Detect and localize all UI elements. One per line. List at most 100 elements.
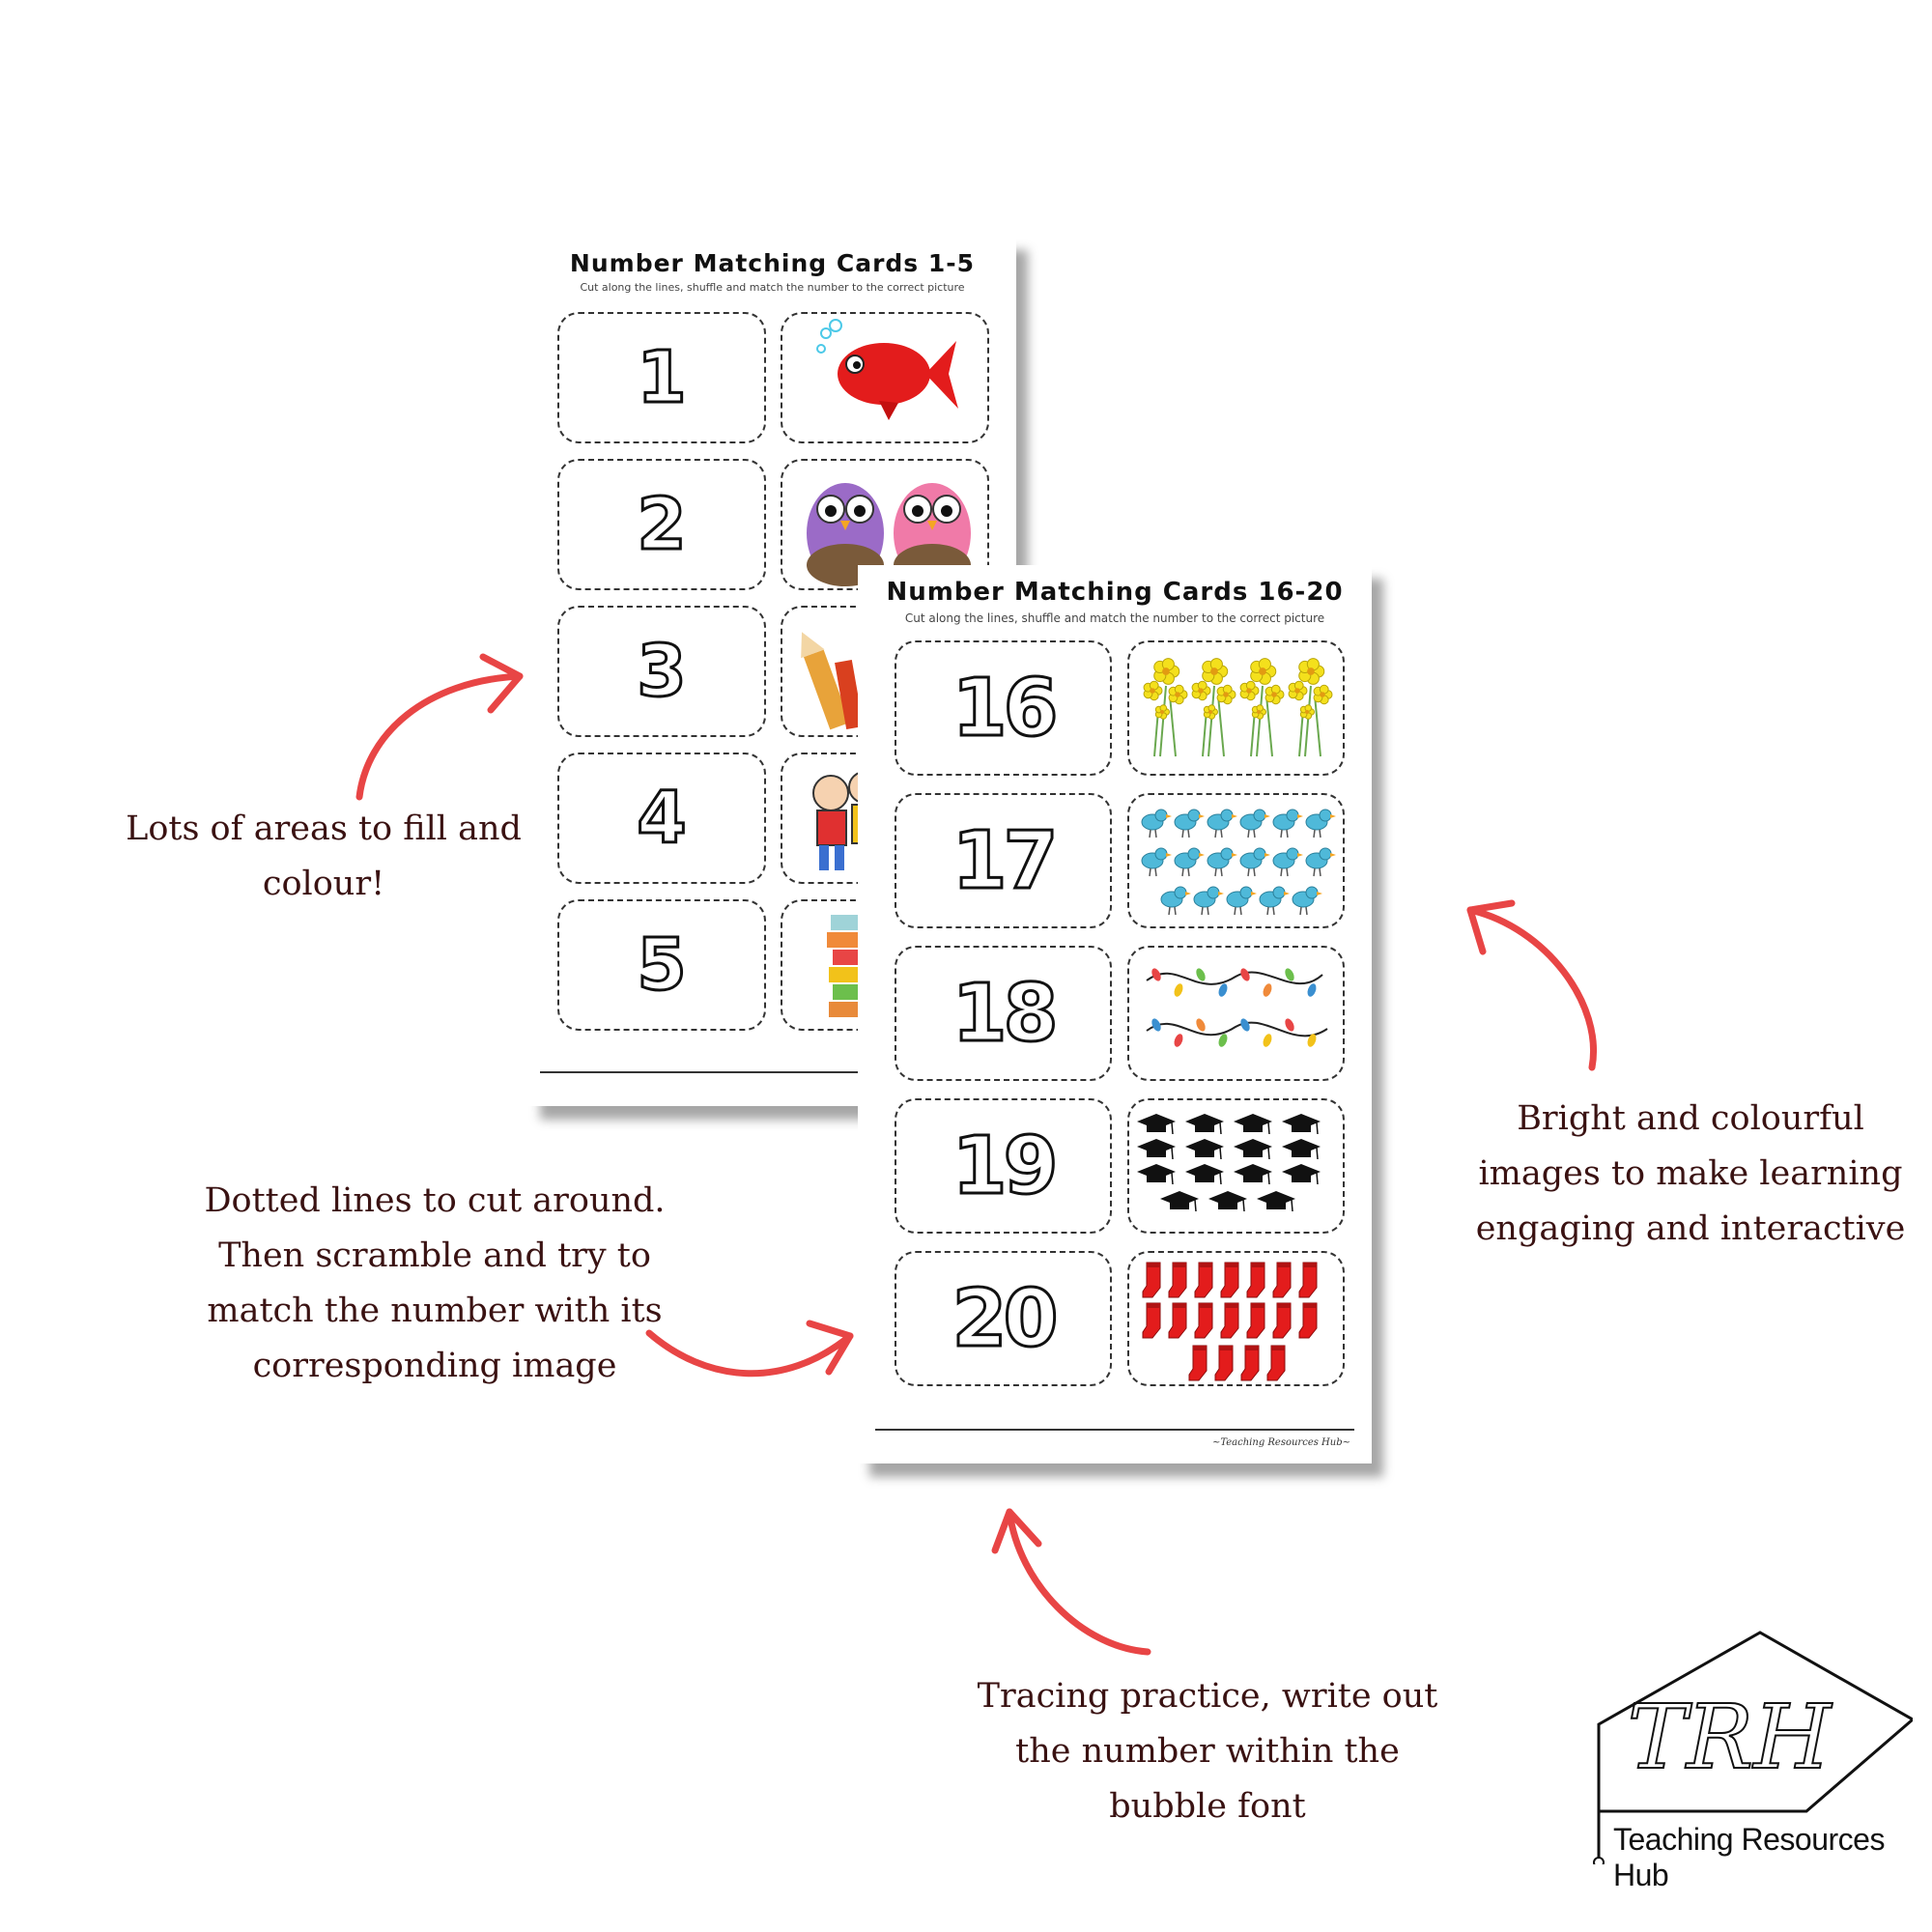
flower-bloom	[1153, 658, 1180, 685]
bird-icon	[1305, 809, 1336, 838]
number-card: 20	[895, 1251, 1112, 1386]
graduation-cap-icon	[1234, 1139, 1272, 1160]
callout-line: the number within the	[1015, 1732, 1400, 1771]
sock-icon	[1194, 1302, 1213, 1339]
sock-icon	[1188, 1345, 1208, 1381]
number-card: 1	[557, 312, 766, 443]
arrow-fill-colour	[355, 672, 524, 801]
graduation-cap-icon	[1137, 1139, 1176, 1160]
divider-line	[540, 1071, 1004, 1073]
socks-picture-card	[1127, 1251, 1345, 1386]
sock-icon	[1194, 1262, 1213, 1298]
callout-bright-images: Bright and colourful images to make lear…	[1459, 1092, 1922, 1257]
callout-line: engaging and interactive	[1475, 1209, 1906, 1248]
sock-icon	[1272, 1302, 1292, 1339]
arrowhead-icon	[1466, 899, 1516, 955]
number-card: 17	[895, 793, 1112, 928]
light-bulb	[1174, 983, 1183, 997]
callout-dotted-lines: Dotted lines to cut around. Then scrambl…	[193, 1174, 676, 1394]
logo-mark: TRH	[1593, 1631, 1913, 1864]
flower-bloom	[1216, 684, 1236, 705]
sock-icon	[1266, 1345, 1286, 1381]
number-card: 2	[557, 459, 766, 590]
flower-bloom	[1191, 680, 1211, 701]
logo-monogram: TRH	[1628, 1686, 1833, 1789]
light-bulb	[1196, 968, 1206, 981]
sock-icon	[1246, 1302, 1265, 1339]
owl-icon	[807, 483, 971, 586]
graduation-cap-icon	[1282, 1164, 1321, 1185]
number-card: 5	[557, 899, 766, 1031]
light-bulb	[1240, 968, 1250, 981]
sock-icon	[1298, 1262, 1318, 1298]
graduation-cap-icon	[1257, 1191, 1295, 1212]
sock-icon	[1240, 1345, 1260, 1381]
sock-icon	[1220, 1262, 1239, 1298]
graduation-cap-icon	[1282, 1114, 1321, 1135]
sock-icon	[1142, 1262, 1161, 1298]
callout-line: Tracing practice, write out	[977, 1677, 1438, 1716]
light-bulb	[1285, 968, 1294, 981]
callout-line: images to make learning	[1478, 1154, 1903, 1193]
number-card: 16	[895, 640, 1112, 776]
graduation-cap-icon	[1282, 1139, 1321, 1160]
arrow-bright-images	[1466, 906, 1597, 1071]
footer-credit: ~Teaching Resources Hub~	[1211, 1437, 1350, 1448]
light-bulb	[1151, 968, 1161, 981]
flower-bloom	[1288, 680, 1308, 701]
light-strand	[1146, 971, 1323, 985]
fish-picture-card	[781, 312, 989, 443]
sock-icon	[1246, 1262, 1265, 1298]
light-strand	[1146, 1021, 1328, 1037]
light-bulb	[1174, 1034, 1183, 1047]
callout-line: corresponding image	[252, 1347, 617, 1385]
light-bulb	[1263, 1034, 1272, 1047]
graduation-cap-icon	[1208, 1191, 1247, 1212]
bird-icon	[1305, 847, 1336, 877]
flower-bloom	[1250, 658, 1277, 685]
number-card: 18	[895, 946, 1112, 1081]
light-bulb	[1307, 983, 1317, 997]
graduation-cap-icon	[1185, 1114, 1224, 1135]
birds-picture-card	[1127, 793, 1345, 928]
flower-bloom	[1168, 684, 1188, 705]
sock-icon	[1298, 1302, 1318, 1339]
light-bulb	[1240, 1018, 1250, 1032]
bird-icon	[1239, 847, 1270, 877]
callout-line: Bright and colourful	[1517, 1099, 1864, 1138]
sock-icon	[1142, 1262, 1318, 1381]
bird-icon	[1141, 809, 1172, 838]
graduation-cap-icon	[1185, 1164, 1224, 1185]
callout-line: Then scramble and try to	[218, 1236, 651, 1275]
callout-line: Dotted lines to cut around.	[204, 1181, 666, 1220]
sock-icon	[1168, 1302, 1187, 1339]
callout-tracing: Tracing practice, write out the number w…	[976, 1669, 1439, 1834]
graduation-cap-icon	[1234, 1164, 1272, 1185]
arrowhead-icon	[991, 1508, 1042, 1554]
worksheet-preview-16-20: Number Matching Cards 16-20 Cut along th…	[858, 565, 1372, 1463]
graduation-cap-icon	[1137, 1164, 1176, 1185]
graduation-cap-icon	[1137, 1114, 1176, 1135]
flower-icon	[1143, 658, 1333, 757]
flower-bloom	[1143, 680, 1163, 701]
bird-icon	[1141, 847, 1172, 877]
graduation-cap-icon	[1185, 1139, 1224, 1160]
lights-picture-card	[1127, 946, 1345, 1081]
arrowhead-icon	[479, 653, 524, 714]
callout-fill-colour: Lots of areas to fill and colour!	[116, 802, 531, 912]
bird-icon	[1207, 847, 1237, 877]
callout-line: bubble font	[1109, 1787, 1306, 1826]
sock-icon	[1220, 1302, 1239, 1339]
logo-name: Teaching Resources Hub	[1613, 1822, 1885, 1892]
bird-icon	[1239, 809, 1270, 838]
bird-icon	[1207, 809, 1237, 838]
flower-bloom	[1299, 704, 1315, 720]
flower-bloom	[1202, 658, 1229, 685]
sock-icon	[1272, 1262, 1292, 1298]
graduation-cap-icon	[1160, 1191, 1199, 1212]
fish-icon	[816, 319, 958, 420]
light-bulb	[1196, 1018, 1206, 1032]
graduation-cap-icon	[1137, 1114, 1321, 1212]
arrowhead-icon	[806, 1320, 854, 1376]
